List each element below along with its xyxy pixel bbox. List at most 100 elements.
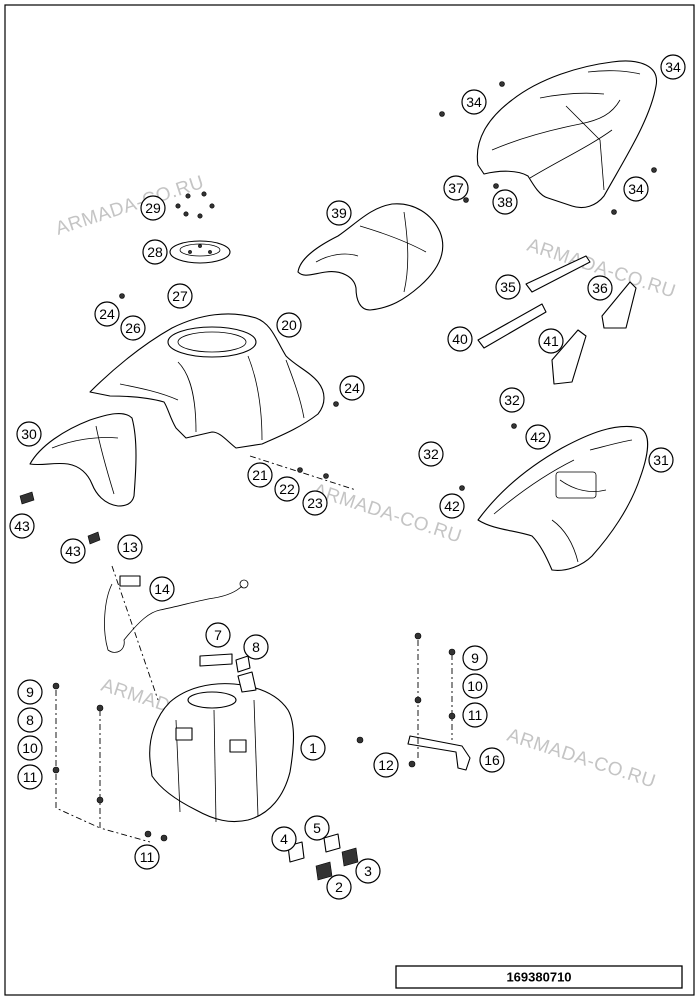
svg-text:39: 39	[331, 205, 347, 221]
svg-text:21: 21	[252, 467, 268, 483]
svg-text:3: 3	[364, 863, 372, 879]
hardware-stacks	[19, 81, 657, 843]
callout-9-left: 9	[17, 679, 43, 705]
part-tank-cover	[89, 313, 325, 449]
callout-1: 1	[300, 735, 326, 761]
callout-16: 16	[479, 747, 505, 773]
svg-text:13: 13	[122, 539, 138, 555]
callout-36: 36	[587, 275, 613, 301]
svg-text:41: 41	[543, 333, 559, 349]
part-filler-cap	[169, 240, 231, 264]
svg-text:14: 14	[154, 581, 170, 597]
svg-text:32: 32	[423, 446, 439, 462]
svg-text:20: 20	[281, 317, 297, 333]
part-screws-29	[175, 191, 215, 219]
svg-text:24: 24	[344, 380, 360, 396]
callout-10-right: 10	[462, 673, 488, 699]
callout-2: 2	[326, 874, 352, 900]
callout-32-top: 32	[499, 387, 525, 413]
svg-text:32: 32	[504, 392, 520, 408]
callout-5: 5	[304, 815, 330, 841]
watermark-3: ARMADA-CO.RU	[310, 480, 464, 548]
svg-text:11: 11	[140, 849, 155, 865]
callout-23: 23	[302, 490, 328, 516]
callout-31: 31	[648, 447, 674, 473]
callout-4: 4	[271, 826, 297, 852]
callout-21: 21	[247, 462, 273, 488]
svg-text:5: 5	[313, 820, 321, 836]
svg-text:40: 40	[452, 331, 468, 347]
svg-text:22: 22	[279, 481, 295, 497]
callout-34-right: 34	[623, 176, 649, 202]
svg-text:34: 34	[466, 94, 482, 110]
callout-24-right: 24	[339, 375, 365, 401]
svg-text:34: 34	[665, 59, 681, 75]
part-fuel-tank	[149, 671, 294, 823]
svg-text:43: 43	[14, 518, 30, 534]
watermark-4: ARMADA-CO.RU	[504, 725, 658, 793]
svg-text:7: 7	[214, 627, 222, 643]
part-side-panels	[477, 255, 637, 385]
svg-text:23: 23	[307, 495, 323, 511]
part-wiring	[104, 575, 249, 653]
callout-13: 13	[117, 534, 143, 560]
callout-24-top: 24	[94, 301, 120, 327]
svg-text:9: 9	[26, 684, 34, 700]
callout-3: 3	[355, 858, 381, 884]
drawing-number: 169380710	[506, 970, 571, 985]
callout-11-bottom: 11	[134, 844, 160, 870]
svg-text:16: 16	[484, 752, 500, 768]
svg-text:35: 35	[500, 279, 516, 295]
svg-text:43: 43	[65, 543, 81, 559]
page-frame	[4, 4, 695, 996]
svg-text:2: 2	[335, 879, 343, 895]
drawing-number-box: 169380710	[395, 965, 683, 989]
svg-text:1: 1	[309, 740, 317, 756]
callout-43-bottom: 43	[60, 538, 86, 564]
callout-7: 8	[243, 634, 269, 660]
callout-41: 41	[538, 328, 564, 354]
svg-text:10: 10	[467, 678, 483, 694]
svg-text:26: 26	[125, 320, 141, 336]
callout-29: 29	[140, 195, 166, 221]
callout-34-top: 34	[461, 89, 487, 115]
callout-42-top: 42	[525, 424, 551, 450]
svg-text:24: 24	[99, 306, 115, 322]
callout-20: 20	[276, 312, 302, 338]
callout-27: 27	[167, 283, 193, 309]
callout-11-right: 11	[462, 702, 488, 728]
svg-text:11: 11	[468, 707, 483, 723]
part-rear-subframe	[477, 425, 649, 571]
svg-text:34: 34	[628, 181, 644, 197]
callout-12: 12	[373, 752, 399, 778]
watermark-1: ARMADA-CO.RU	[53, 172, 207, 240]
callout-32-left: 32	[418, 441, 444, 467]
svg-text:4: 4	[280, 831, 288, 847]
svg-text:10: 10	[22, 740, 38, 756]
callout-35: 35	[495, 274, 521, 300]
svg-text:31: 31	[653, 452, 669, 468]
callout-11-left: 11	[17, 764, 43, 790]
callout-22: 22	[274, 476, 300, 502]
svg-text:27: 27	[172, 288, 188, 304]
part-front-seat	[297, 203, 444, 311]
callout-40: 40	[447, 326, 473, 352]
part-rear-seat	[476, 60, 658, 209]
callout-38: 38	[492, 189, 518, 215]
part-pads	[199, 653, 251, 673]
callout-9-right: 9	[462, 645, 488, 671]
svg-text:12: 12	[378, 757, 394, 773]
callout-28: 28	[142, 239, 168, 265]
callout-39: 39	[326, 200, 352, 226]
svg-text:36: 36	[592, 280, 608, 296]
part-bracket	[407, 735, 471, 771]
callouts: 34 34 34 37 38 29 39 28 35 36 27 24 26 2…	[9, 54, 686, 900]
svg-text:29: 29	[145, 200, 161, 216]
svg-text:30: 30	[21, 426, 37, 442]
callout-26: 26	[120, 315, 146, 341]
callout-10-left: 10	[17, 735, 43, 761]
svg-text:11: 11	[23, 769, 38, 785]
svg-text:42: 42	[530, 429, 546, 445]
part-rubber-blocks	[287, 833, 359, 881]
